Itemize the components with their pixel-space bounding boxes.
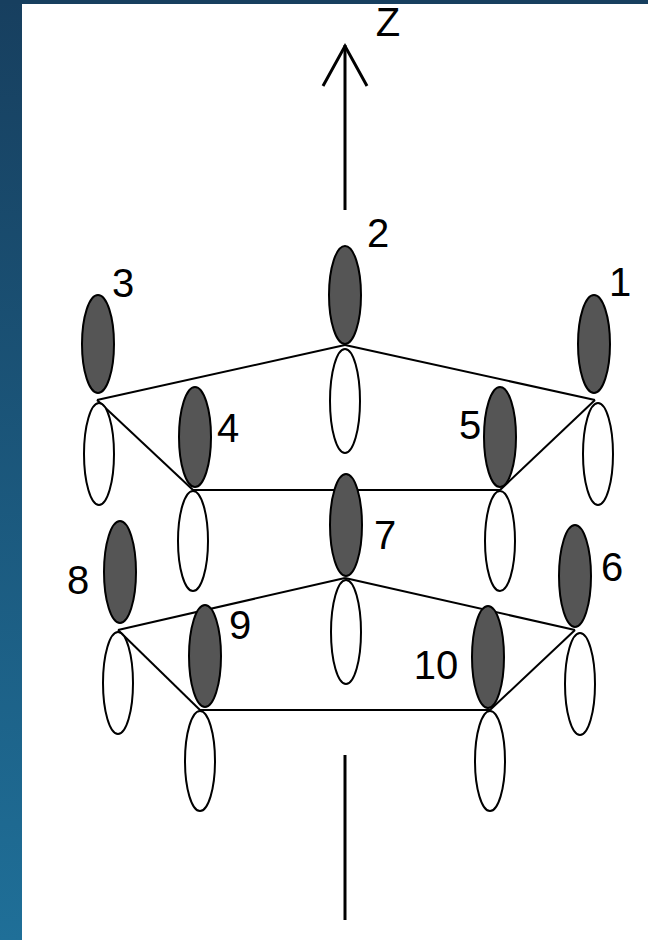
p-orbitals: [82, 246, 613, 811]
atom-number: 5: [459, 405, 481, 445]
atom-number: 9: [229, 605, 251, 645]
atom-number: 6: [601, 547, 623, 587]
top-band: [0, 0, 648, 4]
axis-label: Z: [376, 2, 400, 42]
z-axis: [323, 45, 367, 920]
ring-bonds: [97, 345, 595, 710]
atom-number: 10: [414, 645, 459, 685]
side-band: [0, 0, 22, 940]
atom-number: 8: [67, 560, 89, 600]
atom-number: 3: [112, 263, 134, 303]
atom-number: 7: [374, 515, 396, 555]
atom-number: 2: [367, 213, 389, 253]
atom-number: 4: [217, 408, 239, 448]
atom-number: 1: [609, 262, 631, 302]
